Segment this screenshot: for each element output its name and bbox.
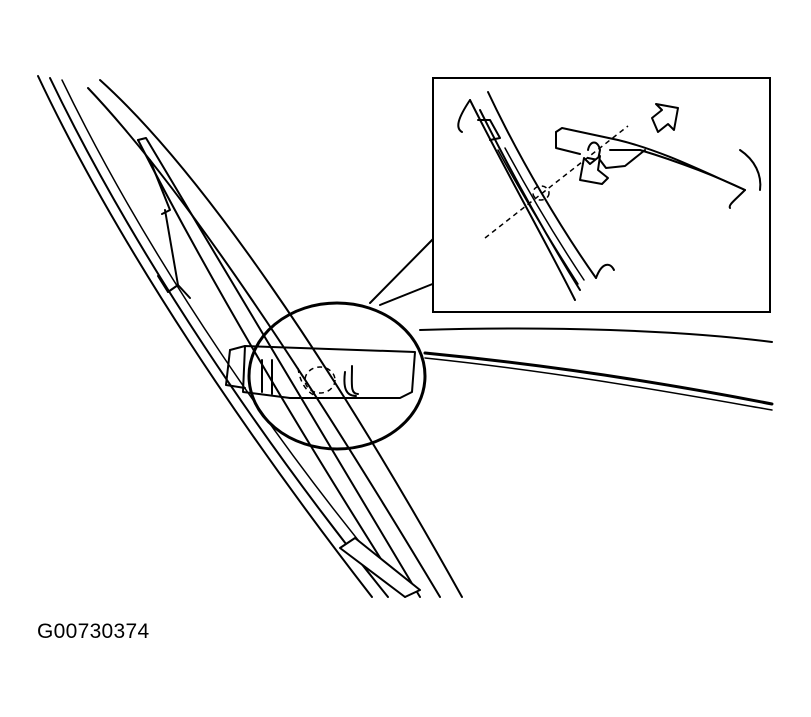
inset-detail-box — [432, 77, 771, 313]
wiper-blade — [137, 137, 421, 598]
hood-line — [419, 327, 774, 411]
figure-code: G00730374 — [37, 620, 150, 643]
wiper-arm — [87, 79, 463, 598]
leader-lines — [369, 236, 436, 306]
windshield-edge — [37, 75, 406, 598]
detail-circle — [225, 301, 427, 451]
